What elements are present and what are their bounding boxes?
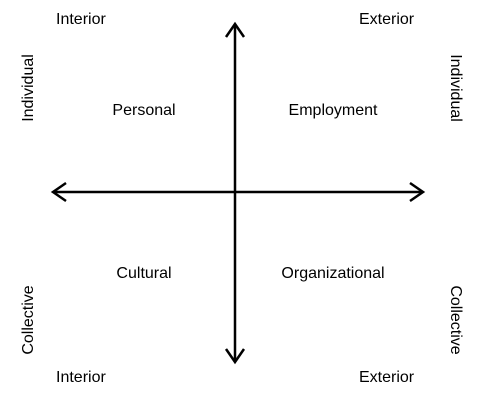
side-label-left-top: Individual	[20, 54, 37, 122]
quadrant-label-upper-left: Personal	[112, 102, 176, 119]
quadrant-label-upper-right: Employment	[288, 102, 378, 119]
right-arrowhead	[409, 181, 426, 203]
top-arrowhead	[224, 21, 246, 38]
side-label-right-top: Individual	[447, 54, 464, 122]
corner-label-bottom-left: Interior	[56, 369, 106, 386]
corner-label-top-left: Interior	[56, 11, 106, 28]
bottom-arrowhead	[224, 348, 246, 365]
quadrant-label-lower-right: Organizational	[281, 265, 385, 282]
side-label-left-bottom: Collective	[20, 285, 37, 355]
left-arrowhead	[50, 181, 67, 203]
quadrant-label-lower-left: Cultural	[116, 265, 172, 282]
corner-label-top-right: Exterior	[359, 11, 415, 28]
corner-label-bottom-right: Exterior	[359, 369, 415, 386]
side-label-right-bottom: Collective	[447, 285, 464, 355]
